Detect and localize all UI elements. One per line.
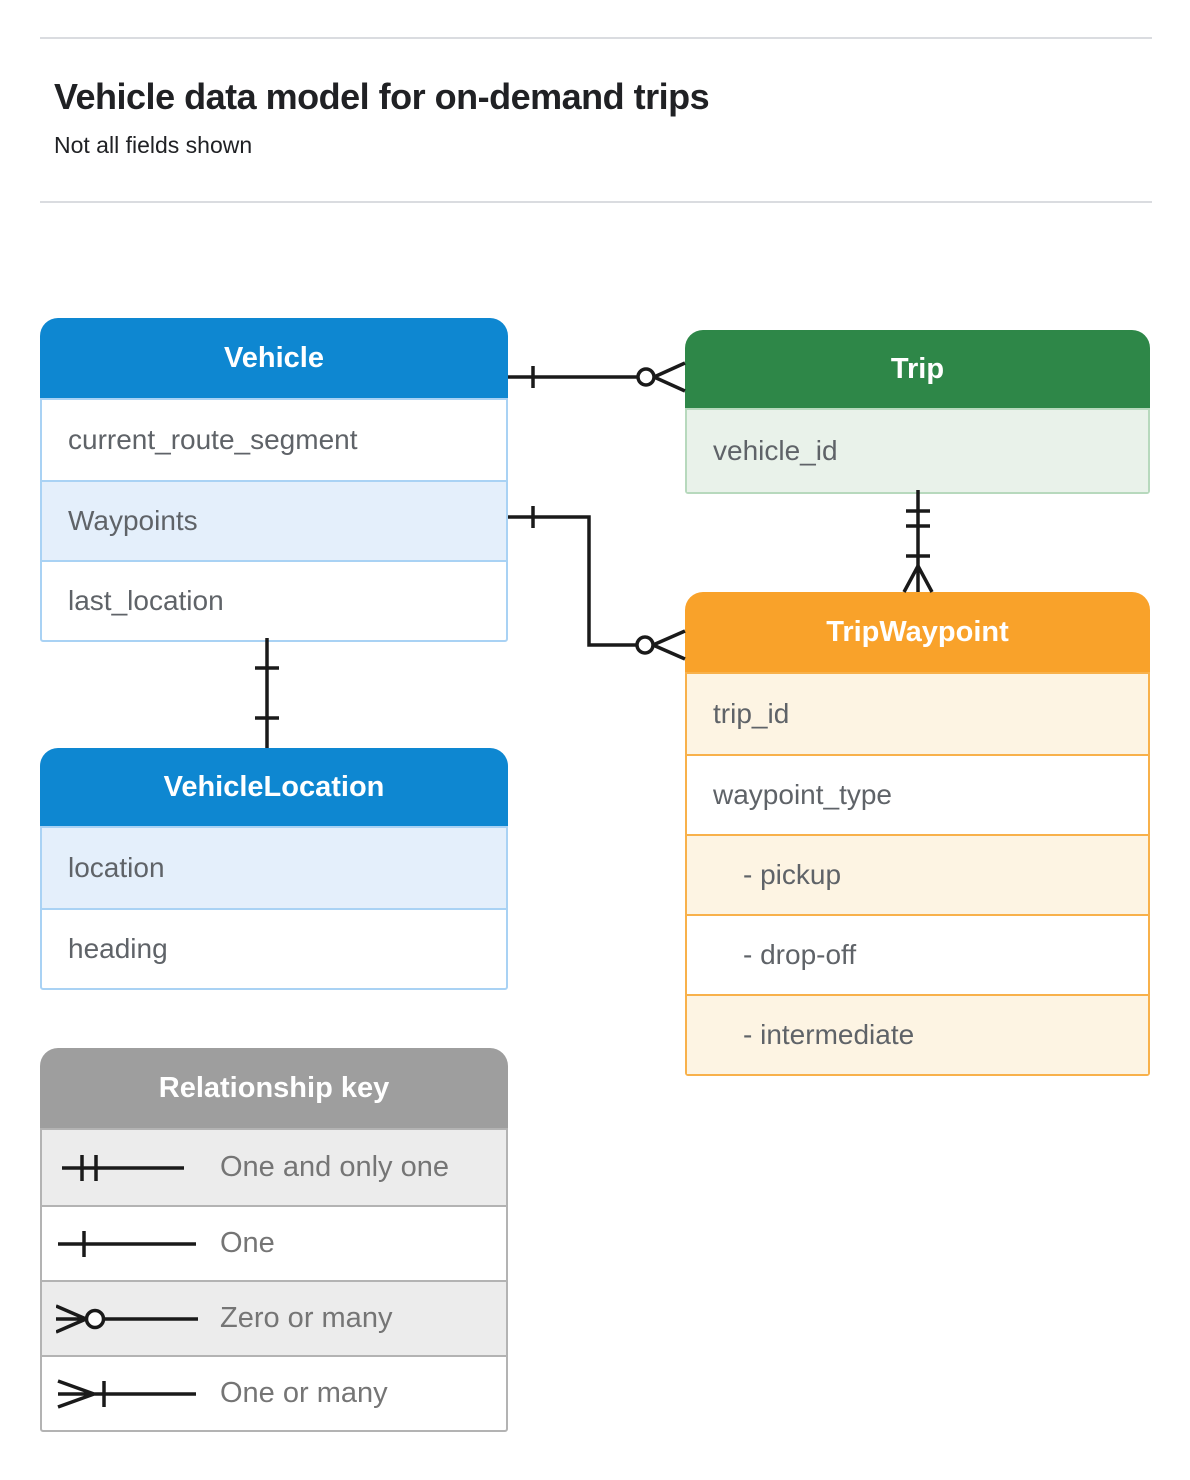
- connector-waypoints-tripwaypoint: [508, 506, 686, 661]
- legend-row-zero-or-many: Zero or many: [42, 1280, 506, 1355]
- entity-trip: Trip vehicle_id: [685, 330, 1150, 494]
- field-vehicle-id: vehicle_id: [687, 410, 1148, 492]
- relationship-key-title: Relationship key: [40, 1048, 508, 1128]
- field-last-location: last_location: [42, 560, 506, 640]
- one-icon: [58, 1230, 196, 1257]
- relationship-key-body: One and only one One: [40, 1128, 508, 1432]
- one-or-many-icon: [57, 1378, 196, 1409]
- field-heading: heading: [42, 908, 506, 988]
- entity-vehicle-title: Vehicle: [40, 318, 508, 398]
- field-waypoint-type-pickup: - pickup: [687, 834, 1148, 914]
- entity-vehicle: Vehicle current_route_segment Waypoints …: [40, 318, 508, 642]
- zero-or-many-icon: [56, 1303, 198, 1334]
- field-waypoint-type-intermediate: - intermediate: [687, 994, 1148, 1074]
- entity-tripwaypoint-title: TripWaypoint: [685, 592, 1150, 672]
- entity-vehiclelocation-title: VehicleLocation: [40, 748, 508, 826]
- entity-tripwaypoint: TripWaypoint trip_id waypoint_type - pic…: [685, 592, 1150, 1076]
- legend-row-one-and-only-one: One and only one: [42, 1130, 506, 1205]
- field-waypoint-type: waypoint_type: [687, 754, 1148, 834]
- field-current-route-segment: current_route_segment: [68, 424, 358, 455]
- legend-label: Zero or many: [220, 1302, 393, 1334]
- entity-trip-title: Trip: [685, 330, 1150, 408]
- entity-vehiclelocation-body: location heading: [40, 826, 508, 990]
- connector-trip-tripwaypoint: [902, 490, 934, 593]
- entity-trip-body: vehicle_id: [685, 408, 1150, 494]
- entity-vehicle-body: current_route_segment Waypoints last_loc…: [40, 398, 508, 642]
- relationship-key: Relationship key One and only one: [40, 1048, 508, 1432]
- field-trip-id: trip_id: [687, 674, 1148, 754]
- connector-vehicle-vehiclelocation: [255, 638, 279, 748]
- field-waypoint-type-dropoff: - drop-off: [687, 914, 1148, 994]
- legend-label: One and only one: [220, 1151, 449, 1183]
- legend-row-one: One: [42, 1205, 506, 1280]
- page-title: Vehicle data model for on-demand trips: [54, 76, 710, 117]
- field-location: location: [42, 828, 506, 908]
- entity-tripwaypoint-body: trip_id waypoint_type - pickup - drop-of…: [685, 672, 1150, 1076]
- header-divider: [40, 201, 1152, 203]
- connector-vehicle-trip: [508, 361, 686, 393]
- page-subtitle: Not all fields shown: [54, 132, 253, 158]
- top-divider: [40, 37, 1152, 39]
- legend-label: One: [220, 1227, 275, 1259]
- field-waypoints: Waypoints: [42, 480, 506, 560]
- legend-label: One or many: [220, 1377, 388, 1409]
- entity-vehiclelocation: VehicleLocation location heading: [40, 748, 508, 990]
- legend-row-one-or-many: One or many: [42, 1355, 506, 1430]
- one-and-only-one-icon: [62, 1154, 184, 1181]
